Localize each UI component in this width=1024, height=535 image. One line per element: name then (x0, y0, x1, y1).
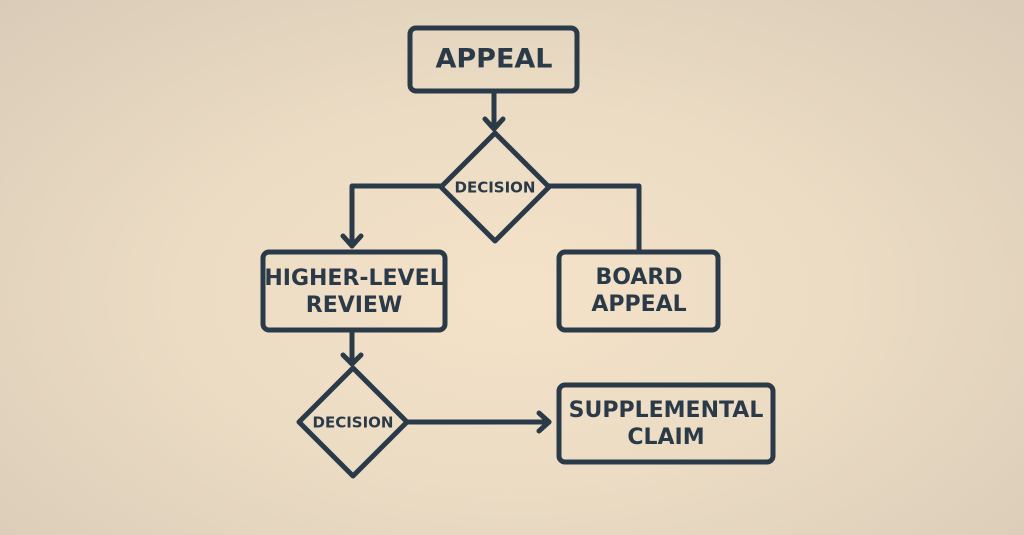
node-higher-level-review: HIGHER-LEVEL REVIEW (260, 249, 448, 333)
node-higher-level-review-line-2: REVIEW (306, 293, 402, 318)
node-appeal-label: APPEAL (435, 44, 552, 75)
node-board-appeal-line-1: BOARD (595, 265, 682, 290)
node-board-appeal-box (556, 249, 721, 333)
node-board-appeal-line-2: APPEAL (591, 292, 686, 317)
node-higher-level-review-box (260, 249, 448, 333)
arrowhead-down-icon (340, 233, 364, 249)
node-decision-bottom: DECISION (296, 365, 410, 479)
node-board-appeal: BOARD APPEAL (556, 249, 721, 333)
node-supplemental-claim: SUPPLEMENTAL CLAIM (556, 382, 776, 465)
node-appeal: APPEAL (407, 25, 580, 94)
node-supplemental-claim-line-2: CLAIM (627, 425, 704, 450)
node-decision-top-diamond (438, 130, 552, 244)
arrowhead-down-icon (340, 352, 364, 367)
node-supplemental-claim-box (556, 382, 776, 465)
node-decision-top: DECISION (438, 130, 552, 244)
node-decision-bottom-label: DECISION (313, 414, 394, 432)
connector-decision-to-review (349, 183, 444, 249)
arrowhead-down-icon (482, 116, 506, 132)
arrowhead-right-icon (536, 410, 552, 434)
node-supplemental-claim-line-1: SUPPLEMENTAL (569, 398, 764, 423)
node-decision-top-label: DECISION (455, 179, 536, 197)
connector-decision-to-board (546, 183, 642, 255)
connectors (340, 88, 642, 434)
node-decision-bottom-diamond (296, 365, 410, 479)
node-higher-level-review-line-1: HIGHER-LEVEL (264, 266, 443, 291)
node-appeal-box (407, 25, 580, 94)
